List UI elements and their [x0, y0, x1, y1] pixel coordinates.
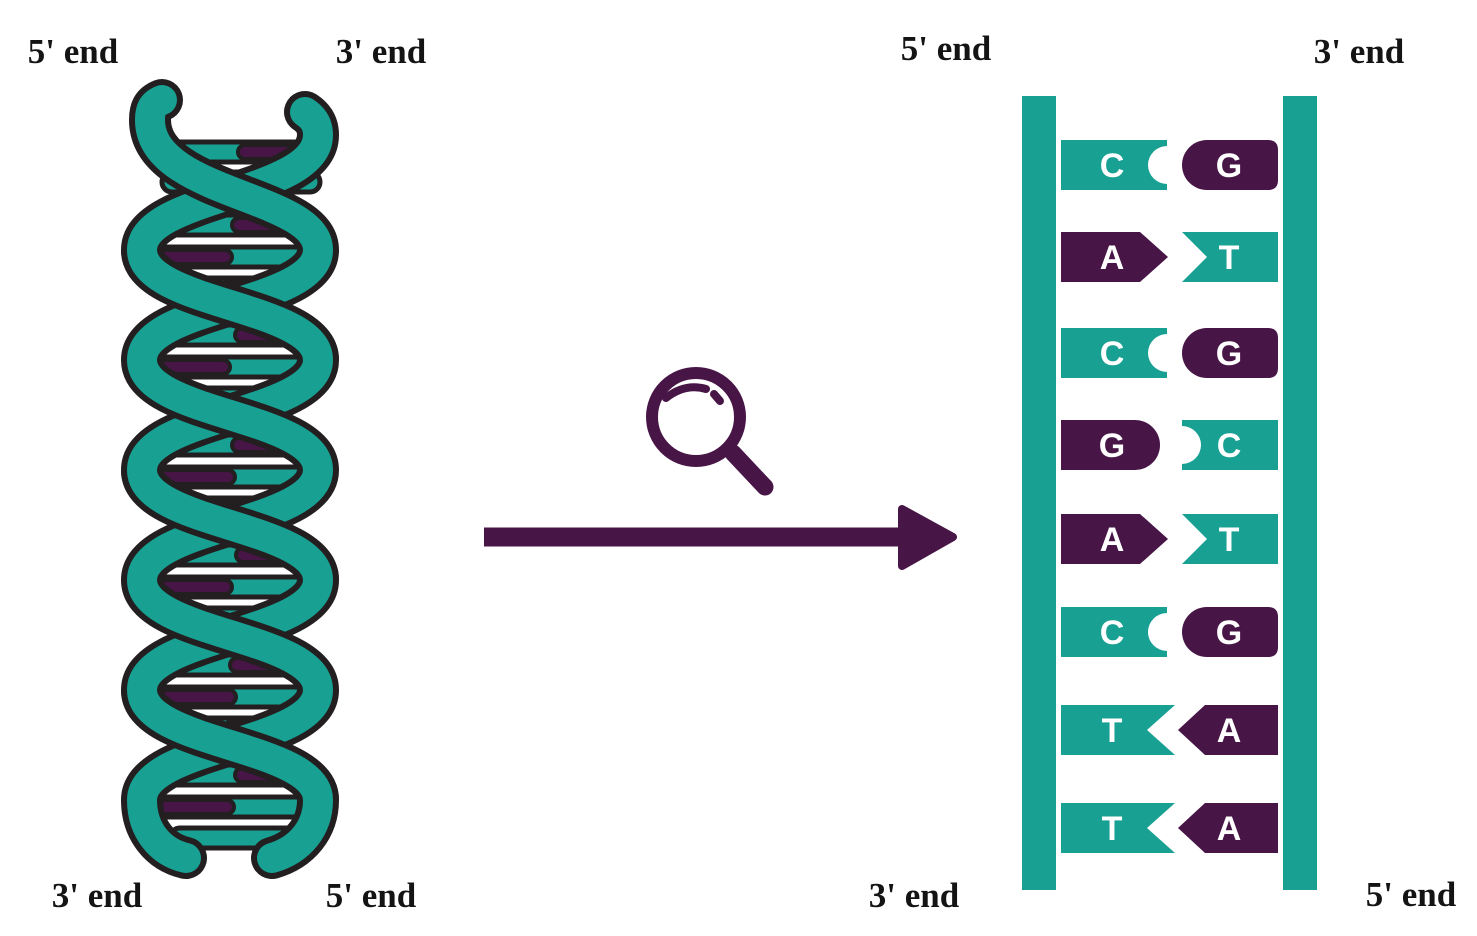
base-letter-left: C	[1100, 335, 1125, 373]
base-block-left	[1061, 420, 1160, 470]
base-letter-left: C	[1100, 147, 1125, 185]
base-block-left	[1061, 232, 1168, 282]
right-arrow-icon	[484, 505, 957, 570]
helix-label-bottom-right: 5' end	[326, 876, 417, 915]
base-block-right	[1182, 420, 1278, 470]
ladder-label-top-right: 3' end	[1314, 32, 1405, 71]
base-letter-left: T	[1102, 810, 1123, 848]
base-block-left	[1061, 705, 1175, 755]
base-block-right	[1178, 705, 1278, 755]
zoom-transition	[484, 367, 957, 570]
base-letter-right: T	[1219, 239, 1240, 277]
magnifying-glass-icon	[646, 367, 774, 496]
base-letter-right: T	[1219, 521, 1240, 559]
base-block-left	[1061, 328, 1167, 378]
base-letter-right: A	[1217, 712, 1242, 750]
helix-label-bottom-left: 3' end	[52, 876, 143, 915]
base-block-right	[1182, 514, 1278, 564]
helix-rung	[147, 794, 319, 820]
helix-label-top-right: 3' end	[336, 32, 427, 71]
base-letter-right: G	[1216, 614, 1242, 652]
base-letter-left: A	[1100, 521, 1125, 559]
base-block-left	[1061, 514, 1168, 564]
dna-helix-illustration: 5' end 3' end 3' end 5' end	[28, 32, 427, 915]
base-letter-right: G	[1216, 147, 1242, 185]
base-block-right	[1182, 328, 1278, 378]
base-block-right	[1182, 232, 1278, 282]
base-letter-left: C	[1100, 614, 1125, 652]
base-block-right	[1178, 803, 1278, 853]
helix-weave-overlay	[121, 235, 339, 815]
base-letter-right: C	[1217, 427, 1242, 465]
base-letter-right: G	[1216, 335, 1242, 373]
base-letter-right: A	[1217, 810, 1242, 848]
ladder-label-top-left: 5' end	[901, 29, 992, 68]
base-block-left	[1061, 607, 1167, 657]
ladder-label-bottom-left: 3' end	[869, 876, 960, 915]
helix-label-top-left: 5' end	[28, 32, 119, 71]
ladder-label-bottom-right: 5' end	[1366, 875, 1457, 914]
base-block-right	[1182, 607, 1278, 657]
base-letter-left: G	[1099, 427, 1125, 465]
base-letter-left: T	[1102, 712, 1123, 750]
helix-rung	[147, 464, 321, 490]
base-block-left	[1061, 803, 1175, 853]
base-letter-left: A	[1100, 239, 1125, 277]
ladder-backbone-left	[1022, 96, 1056, 890]
ladder-backbone-right	[1283, 96, 1317, 890]
base-block-left	[1061, 140, 1167, 190]
base-block-right	[1182, 140, 1278, 190]
